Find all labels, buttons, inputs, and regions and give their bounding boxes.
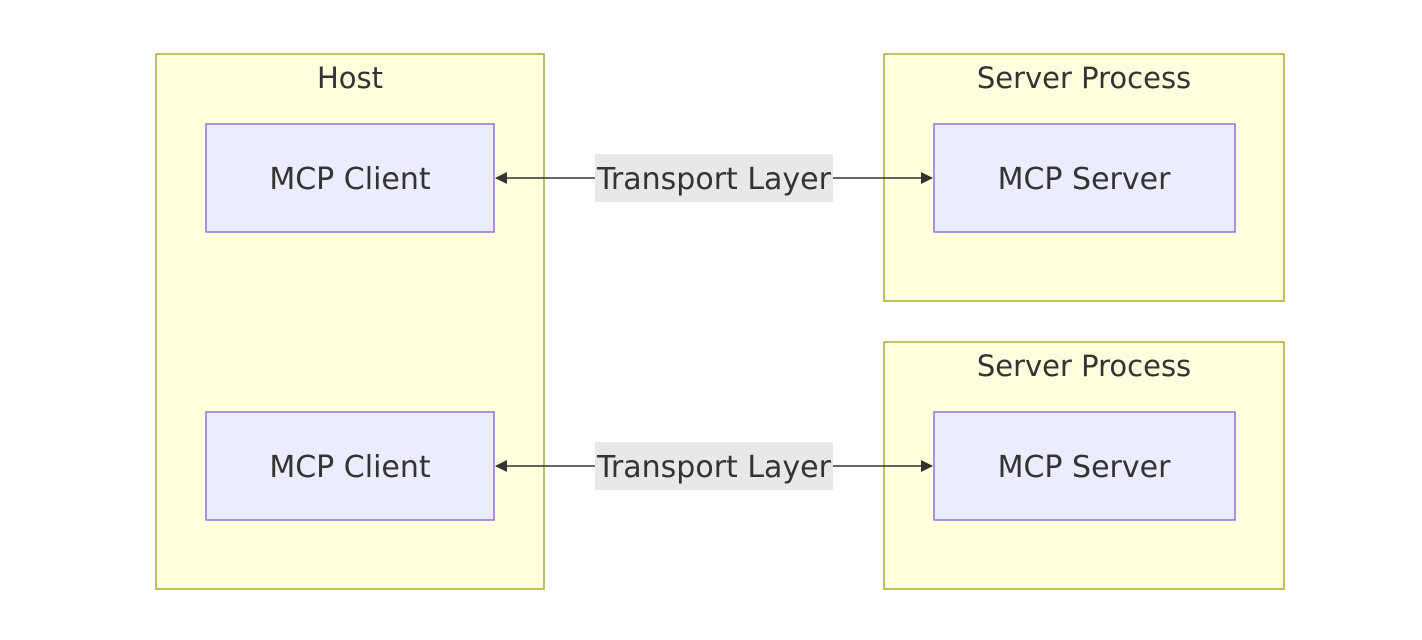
transport-connection-2: Transport Layer <box>495 442 933 490</box>
mcp-client-box-1 <box>205 123 495 233</box>
server-process-title-1: Server Process <box>977 61 1191 95</box>
mcp-client-node-2: MCP Client <box>205 411 495 521</box>
host-group-title: Host <box>317 61 383 95</box>
transport-label-2: Transport Layer <box>596 450 832 485</box>
mcp-server-node-1: MCP Server <box>933 123 1236 233</box>
mcp-server-label-1: MCP Server <box>998 162 1172 197</box>
mcp-server-label-2: MCP Server <box>998 450 1172 485</box>
host-group: Host MCP Client MCP Client <box>155 53 545 590</box>
server-process-title-2: Server Process <box>977 349 1191 383</box>
transport-label-background-1 <box>595 154 833 202</box>
mcp-server-node-2: MCP Server <box>933 411 1236 521</box>
mcp-client-label-1: MCP Client <box>269 162 431 197</box>
mcp-server-box-2 <box>933 411 1236 521</box>
server-process-group-1: Server Process MCP Server <box>883 53 1285 302</box>
transport-connection-1: Transport Layer <box>495 154 933 202</box>
transport-label-1: Transport Layer <box>596 162 832 197</box>
mcp-server-box-1 <box>933 123 1236 233</box>
mcp-client-label-2: MCP Client <box>269 450 431 485</box>
mcp-client-node-1: MCP Client <box>205 123 495 233</box>
transport-label-background-2 <box>595 442 833 490</box>
mcp-client-box-2 <box>205 411 495 521</box>
server-process-group-2: Server Process MCP Server <box>883 341 1285 590</box>
